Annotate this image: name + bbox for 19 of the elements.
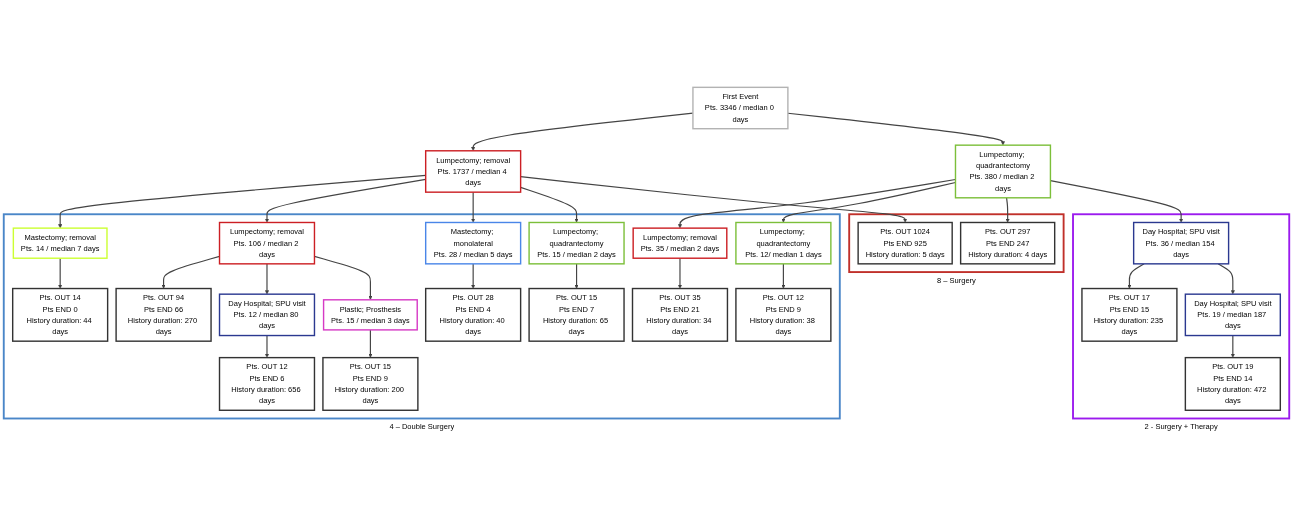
arrow	[368, 329, 373, 358]
arrow	[471, 191, 476, 223]
arrow	[1005, 197, 1010, 223]
arrow	[781, 263, 786, 289]
arrow	[520, 186, 579, 223]
arrow	[58, 257, 63, 289]
arrow	[1127, 263, 1145, 289]
arrow	[787, 112, 1006, 146]
arrow	[574, 263, 579, 289]
arrow	[520, 176, 908, 223]
arrow	[1217, 263, 1235, 295]
arrow	[264, 334, 270, 358]
cluster	[848, 213, 1065, 273]
arrow	[677, 257, 683, 289]
arrow	[264, 263, 270, 295]
arrow	[1230, 334, 1235, 358]
cluster	[1072, 213, 1291, 420]
arrow	[471, 263, 476, 289]
cluster	[2, 213, 841, 420]
